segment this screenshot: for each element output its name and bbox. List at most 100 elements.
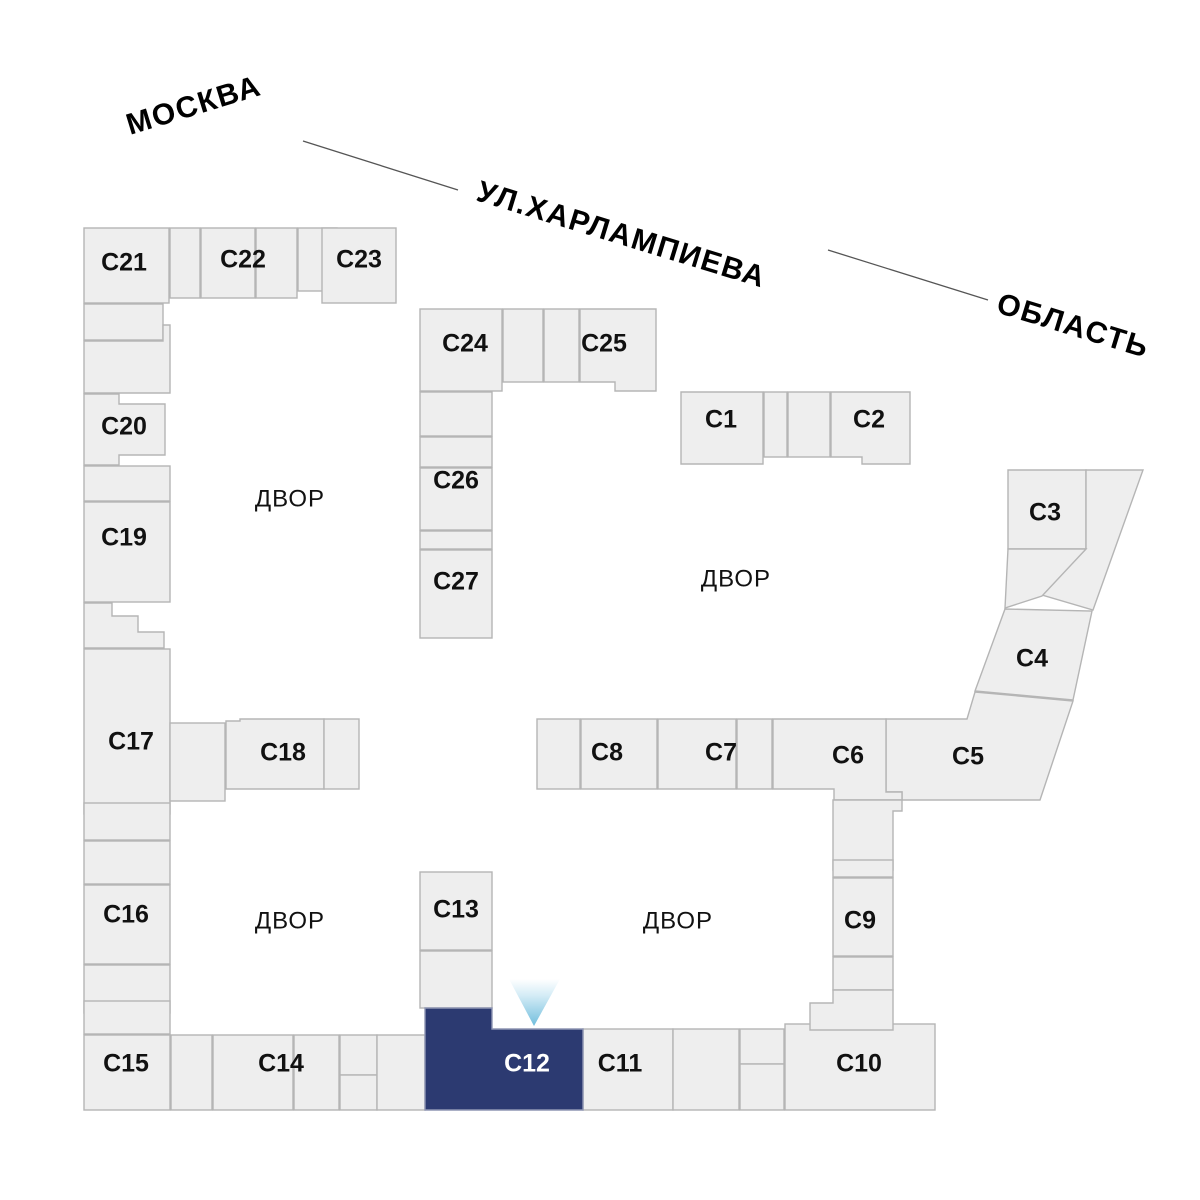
building-segment-e4[interactable] bbox=[1004, 548, 1088, 609]
building-label-C13[interactable]: C13 bbox=[433, 896, 479, 924]
building-segment-e3[interactable] bbox=[1040, 469, 1144, 611]
building-label-C5[interactable]: C5 bbox=[952, 743, 984, 771]
building-label-C6[interactable]: C6 bbox=[832, 742, 864, 770]
building-label-C15[interactable]: C15 bbox=[103, 1050, 149, 1078]
building-shape-C12[interactable] bbox=[424, 1007, 584, 1111]
building-segment-w2[interactable] bbox=[255, 227, 298, 299]
building-label-C18[interactable]: C18 bbox=[260, 739, 306, 767]
block-mid-east bbox=[536, 718, 903, 1031]
yard-label: ДВОР bbox=[701, 565, 771, 592]
building-segment-w4[interactable] bbox=[83, 303, 164, 341]
building-shape-C4[interactable] bbox=[974, 608, 1093, 701]
street-line-right bbox=[827, 249, 989, 301]
building-shape-C7[interactable] bbox=[657, 718, 737, 790]
street-annotation bbox=[302, 140, 989, 301]
building-segment-m1[interactable] bbox=[536, 718, 581, 790]
building-segment-c2[interactable] bbox=[543, 308, 580, 383]
building-group-C12[interactable] bbox=[424, 1007, 584, 1111]
building-segment-s5[interactable] bbox=[376, 1034, 426, 1111]
building-segment-e1[interactable] bbox=[763, 391, 788, 458]
street-line-left bbox=[302, 140, 459, 191]
selected-building-pointer bbox=[509, 979, 560, 1026]
building-label-C22[interactable]: C22 bbox=[220, 246, 266, 274]
building-segment-c6[interactable] bbox=[419, 950, 493, 1009]
building-label-C1[interactable]: C1 bbox=[705, 406, 737, 434]
building-segment-e2[interactable] bbox=[787, 391, 831, 458]
building-label-C23[interactable]: C23 bbox=[336, 246, 382, 274]
building-shape-C25[interactable] bbox=[579, 308, 657, 392]
building-segment-m4[interactable] bbox=[832, 859, 894, 878]
building-segment-c4[interactable] bbox=[419, 436, 493, 468]
building-shape-C11[interactable] bbox=[582, 1028, 674, 1111]
building-segment-s7[interactable] bbox=[739, 1028, 785, 1065]
building-segment-w9[interactable] bbox=[323, 718, 360, 790]
block-south bbox=[83, 1023, 936, 1111]
building-segment-w13[interactable] bbox=[83, 1000, 171, 1035]
building-label-C11[interactable]: C11 bbox=[598, 1050, 643, 1078]
building-shape-C10[interactable] bbox=[784, 1023, 936, 1111]
building-segment-m5[interactable] bbox=[832, 956, 894, 991]
building-label-C16[interactable]: C16 bbox=[103, 901, 149, 929]
building-label-C10[interactable]: C10 bbox=[836, 1050, 882, 1078]
building-label-C7[interactable]: C7 bbox=[705, 739, 737, 767]
building-label-C20[interactable]: C20 bbox=[101, 413, 147, 441]
building-segment-s8[interactable] bbox=[739, 1063, 785, 1111]
building-segment-c5[interactable] bbox=[419, 530, 493, 550]
yard-label: ДВОР bbox=[643, 907, 713, 934]
building-shape-C15[interactable] bbox=[83, 1034, 171, 1111]
building-segment-w11[interactable] bbox=[83, 840, 171, 885]
building-segment-c3[interactable] bbox=[419, 391, 493, 437]
building-segment-w5[interactable] bbox=[83, 324, 171, 394]
building-shape-C26[interactable] bbox=[419, 467, 493, 531]
building-segment-s4[interactable] bbox=[339, 1074, 378, 1111]
building-shape-C27[interactable] bbox=[419, 549, 493, 639]
building-label-C14[interactable]: C14 bbox=[258, 1050, 304, 1078]
building-segment-s3[interactable] bbox=[339, 1034, 378, 1076]
building-label-C12[interactable]: C12 bbox=[504, 1050, 550, 1078]
building-segment-w7[interactable] bbox=[83, 602, 165, 649]
building-label-C24[interactable]: C24 bbox=[442, 330, 488, 358]
building-label-C3[interactable]: C3 bbox=[1029, 499, 1061, 527]
building-label-C17[interactable]: C17 bbox=[108, 728, 154, 756]
building-segment-c1[interactable] bbox=[502, 308, 544, 383]
building-shape-C16[interactable] bbox=[83, 884, 171, 965]
building-label-C4[interactable]: C4 bbox=[1016, 645, 1048, 673]
building-segment-s6[interactable] bbox=[672, 1028, 740, 1111]
building-segment-m2[interactable] bbox=[736, 718, 773, 790]
building-shape-C17[interactable] bbox=[83, 648, 171, 815]
block-east bbox=[885, 469, 1144, 801]
building-segment-w6[interactable] bbox=[83, 465, 171, 502]
building-label-C26[interactable]: C26 bbox=[433, 467, 479, 495]
building-shape-C23[interactable] bbox=[321, 227, 397, 304]
building-segment-w8[interactable] bbox=[169, 722, 226, 802]
building-shape-C9[interactable] bbox=[832, 877, 894, 957]
block-west bbox=[83, 227, 397, 1035]
building-shape-C21[interactable] bbox=[83, 227, 170, 304]
building-shape-C24[interactable] bbox=[419, 308, 503, 392]
building-shape-C14[interactable] bbox=[212, 1034, 294, 1111]
building-label-C9[interactable]: C9 bbox=[844, 907, 876, 935]
building-label-C19[interactable]: C19 bbox=[101, 524, 147, 552]
direction-label-left: МОСКВА bbox=[122, 69, 265, 141]
building-label-C2[interactable]: C2 bbox=[853, 406, 885, 434]
building-segment-s2[interactable] bbox=[293, 1034, 340, 1111]
building-label-C27[interactable]: C27 bbox=[433, 568, 479, 596]
building-segment-m6[interactable] bbox=[809, 989, 894, 1031]
building-segment-s1[interactable] bbox=[170, 1034, 213, 1111]
building-label-C21[interactable]: C21 bbox=[101, 249, 147, 277]
building-shape-C20[interactable] bbox=[83, 393, 166, 466]
building-shape-C1[interactable] bbox=[680, 391, 764, 465]
street-name-label: УЛ.ХАРЛАМПИЕВА bbox=[473, 175, 770, 294]
building-segment-w10[interactable] bbox=[83, 802, 171, 841]
building-shape-C19[interactable] bbox=[83, 501, 171, 603]
building-shape-C2[interactable] bbox=[830, 391, 911, 465]
building-segment-w1[interactable] bbox=[169, 227, 201, 299]
building-label-C25[interactable]: C25 bbox=[581, 330, 627, 358]
building-shape-C13[interactable] bbox=[419, 871, 493, 951]
building-label-C8[interactable]: C8 bbox=[591, 739, 623, 767]
block-northeast bbox=[680, 391, 911, 465]
building-shape-C22[interactable] bbox=[200, 227, 256, 299]
building-shape-C8[interactable] bbox=[580, 718, 658, 790]
